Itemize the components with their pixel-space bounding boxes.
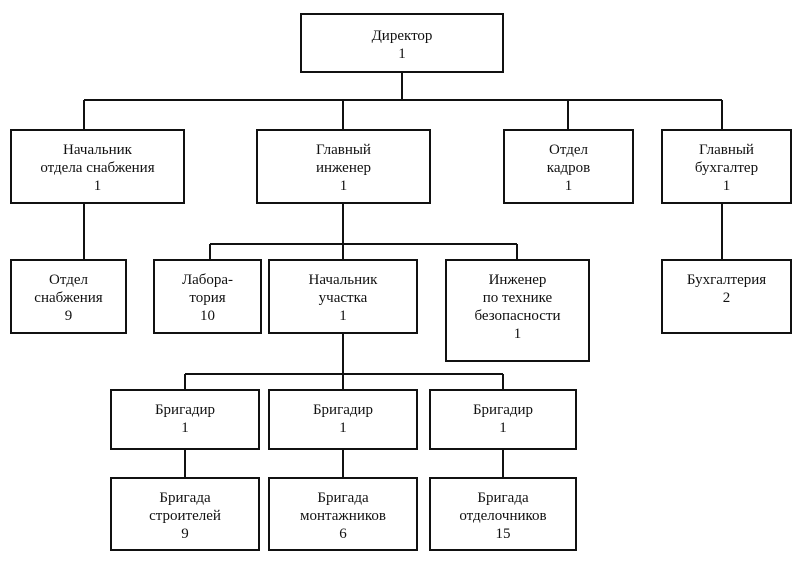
node-headcount: 1: [181, 420, 189, 436]
node-title: Бригада монтажников: [300, 490, 386, 524]
node-chief-accountant: Главный бухгалтер 1: [661, 129, 792, 204]
node-title: Бригадир: [472, 402, 534, 418]
node-headcount: 1: [339, 308, 347, 324]
node-supply-department: Отдел снабжения 9: [10, 259, 127, 334]
node-title: Бухгалтерия: [686, 272, 767, 288]
node-title: Начальник отдела снабжения: [40, 142, 155, 176]
node-safety-engineer: Инженер по технике безопасности 1: [445, 259, 590, 362]
node-title: Начальник участка: [308, 272, 378, 306]
node-laboratory: Лабора- тория 10: [153, 259, 262, 334]
node-site-head: Начальник участка 1: [268, 259, 418, 334]
node-chief-engineer: Главный инженер 1: [256, 129, 431, 204]
node-headcount: 1: [339, 420, 347, 436]
node-title: Отдел снабжения: [34, 272, 103, 306]
node-finishers-team: Бригада отделочников 15: [429, 477, 577, 551]
node-title: Бригада отделочников: [459, 490, 547, 524]
node-headcount: 10: [200, 308, 215, 324]
node-supply-head: Начальник отдела снабжения 1: [10, 129, 185, 204]
node-headcount: 1: [93, 178, 102, 194]
node-headcount: 1: [398, 46, 406, 62]
node-title: Бригадир: [154, 402, 216, 418]
node-foreman-1: Бригадир 1: [110, 389, 260, 450]
node-headcount: 1: [564, 178, 573, 194]
node-foreman-3: Бригадир 1: [429, 389, 577, 450]
node-director: Директор 1: [300, 13, 504, 73]
node-headcount: 9: [181, 526, 189, 542]
node-headcount: 9: [64, 308, 73, 324]
node-headcount: 15: [495, 526, 511, 542]
node-headcount: 1: [339, 178, 348, 194]
node-headcount: 2: [722, 290, 731, 306]
node-title: Бригадир: [312, 402, 374, 418]
node-title: Главный бухгалтер: [694, 142, 759, 176]
node-headcount: 6: [339, 526, 347, 542]
node-headcount: 1: [722, 178, 731, 194]
node-title: Лабора- тория: [181, 272, 234, 306]
node-headcount: 1: [513, 326, 522, 342]
node-title: Директор: [371, 28, 433, 44]
node-hr-department: Отдел кадров 1: [503, 129, 634, 204]
node-installers-team: Бригада монтажников 6: [268, 477, 418, 551]
node-title: Бригада строителей: [149, 490, 221, 524]
node-title: Главный инженер: [315, 142, 372, 176]
node-builders-team: Бригада строителей 9: [110, 477, 260, 551]
node-title: Отдел кадров: [546, 142, 591, 176]
node-title: Инженер по технике безопасности: [474, 272, 561, 324]
node-accounting: Бухгалтерия 2: [661, 259, 792, 334]
node-foreman-2: Бригадир 1: [268, 389, 418, 450]
node-headcount: 1: [499, 420, 507, 436]
